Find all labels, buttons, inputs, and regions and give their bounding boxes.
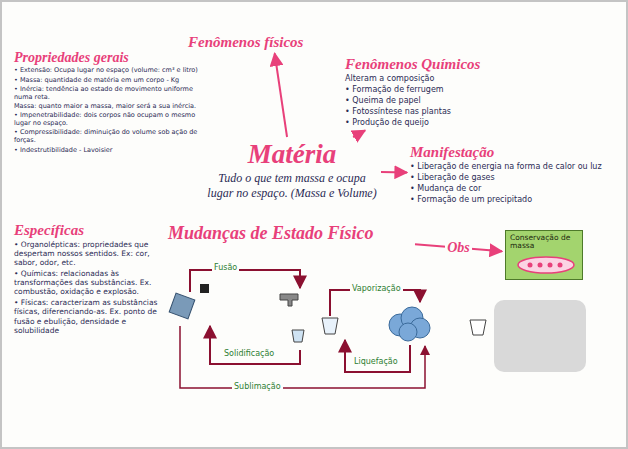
fusion-line — [190, 270, 300, 292]
mass-sketch — [510, 254, 578, 276]
topic-node: Fenômenos QuímicosAlteram a composição• … — [345, 56, 527, 128]
node-heading: Fenômenos Químicos — [345, 56, 527, 73]
topic-node: MatériaTudo o que tem massa e ocupa luga… — [206, 140, 378, 201]
node-text: • Formação de um precipitado — [410, 195, 602, 205]
node-text: • Físicas: caracterizam as substâncias f… — [14, 298, 166, 336]
node-text: • Inércia: tendência ao estado de movime… — [14, 85, 204, 101]
node-text: • Compressibilidade: diminuição do volum… — [14, 128, 204, 144]
connector-arrow — [275, 54, 287, 138]
blurred-area — [494, 300, 586, 372]
process-label: Solidificação — [222, 350, 276, 359]
ice-icon — [169, 293, 195, 319]
topic-node: Propriedades gerais• Extensão: Ocupa lug… — [14, 50, 204, 154]
small-cup-icon — [470, 320, 486, 335]
node-text: • Liberação de energia na forma de calor… — [410, 162, 602, 172]
process-label: Fusão — [212, 264, 239, 273]
node-heading: Conservação de massa — [510, 234, 578, 251]
topic-node: Específicas• Organolépticas: propriedade… — [14, 222, 166, 335]
node-text: • Indestrutibilidade - Lavoisier — [14, 146, 204, 154]
node-heading: Específicas — [14, 222, 166, 239]
node-text: • Impenetrabilidade: dois corpos não ocu… — [14, 111, 204, 127]
topic-node: Mudanças de Estado Físico — [168, 224, 412, 244]
node-text: Alteram a composição — [345, 74, 527, 84]
node-text: Massa: quanto maior a massa, maior será … — [14, 102, 204, 110]
node-heading: Fenômenos físicos — [188, 34, 358, 51]
node-text: • Químicas: relacionadas às transformaçõ… — [14, 269, 166, 297]
cup-icon — [322, 318, 338, 334]
connector-arrow — [381, 171, 407, 173]
node-heading: Mudanças de Estado Físico — [168, 224, 412, 244]
glass-icon — [292, 330, 304, 342]
connector-arrow — [353, 131, 365, 138]
faucet-icon — [280, 294, 298, 306]
sublimation-line — [180, 326, 425, 388]
note-box: Conservação de massa — [505, 230, 583, 280]
node-heading: Manifestação — [410, 144, 602, 161]
solidification-line — [210, 326, 300, 364]
node-text: • Queima de papel — [345, 96, 527, 106]
liquefaction-line — [345, 340, 410, 372]
node-text: • Liberação de gases — [410, 173, 602, 183]
topic-node: Manifestação• Liberação de energia na fo… — [410, 144, 602, 205]
node-text: • Massa: quantidade de matéria em um cor… — [14, 76, 204, 84]
cloud-icon — [389, 307, 430, 341]
node-heading: Matéria — [206, 140, 378, 170]
node-heading: Propriedades gerais — [14, 50, 204, 65]
block-icon — [200, 284, 209, 293]
node-text: • Extensão: Ocupa lugar no espaço (volum… — [14, 66, 204, 74]
process-label: Liquefação — [352, 358, 400, 367]
edge-label: Obs — [445, 240, 472, 255]
process-label: Vaporização — [350, 285, 403, 294]
node-text: • Mudança de cor — [410, 184, 602, 194]
node-text: • Formação de ferrugem — [345, 85, 527, 95]
process-label: Sublimação — [232, 383, 283, 392]
node-text: • Produção de queijo — [345, 118, 527, 128]
node-text: Tudo o que tem massa e ocupa lugar no es… — [206, 171, 378, 201]
node-text: • Fotossíntese nas plantas — [345, 107, 527, 117]
node-text: • Organolépticas: propriedades que despe… — [14, 240, 166, 268]
topic-node: Fenômenos físicos — [188, 34, 358, 51]
